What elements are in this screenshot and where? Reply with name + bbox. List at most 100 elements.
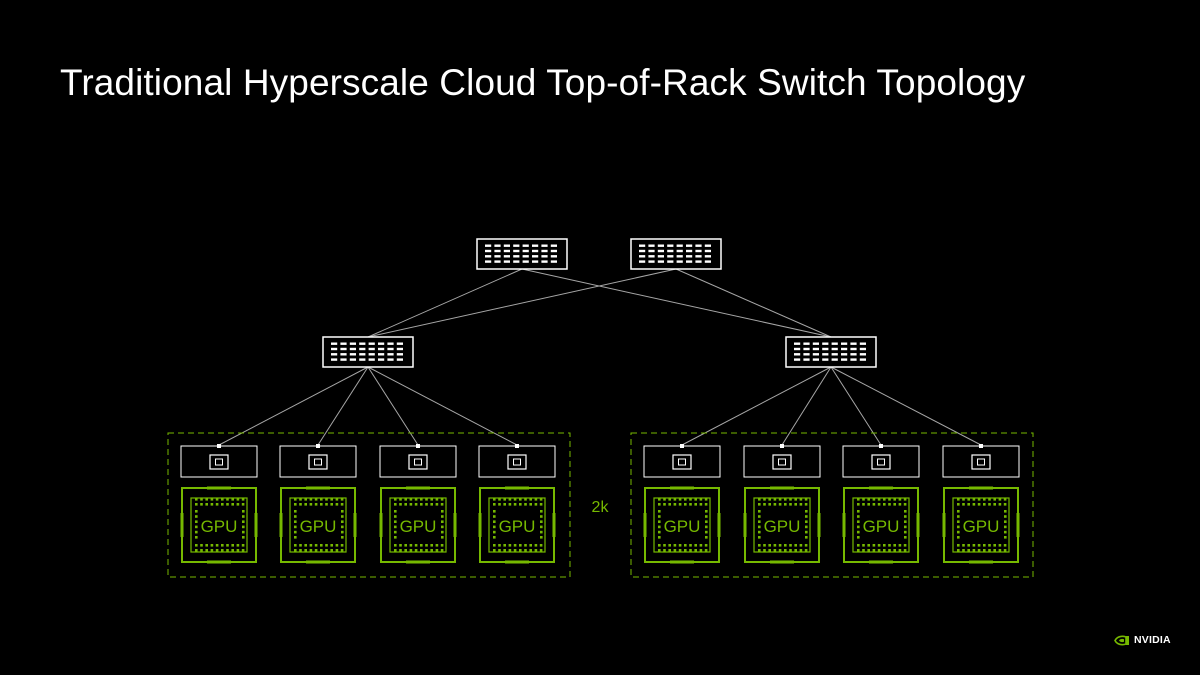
gpu-pin [805, 530, 808, 534]
tor-nic-link [218, 366, 369, 446]
gpu-pin [420, 549, 423, 552]
gpu-pin [231, 549, 234, 552]
gpu-pin [804, 544, 808, 547]
gpu-pin [503, 503, 506, 506]
nic-frame [643, 445, 721, 478]
gpu-pin [794, 503, 797, 506]
gpu-pin [962, 544, 965, 547]
gpu-pin [957, 498, 960, 501]
gpu-connector-right [916, 513, 920, 537]
nic-port-dot [979, 444, 983, 448]
gpu-pin [493, 503, 496, 506]
switch-port [349, 358, 356, 361]
gpu-connector-bottom [406, 560, 430, 564]
gpu-pin [540, 525, 543, 529]
gpu-pin [236, 498, 240, 501]
nic-chip-outer [772, 454, 792, 470]
switch-port [695, 244, 702, 247]
gpu-2-1: GPU [643, 486, 721, 564]
switch-port [822, 358, 829, 361]
nic-1-3 [379, 444, 457, 478]
gpu-pin [539, 503, 543, 506]
switch-port [359, 358, 366, 361]
nic-frame [180, 445, 258, 478]
gpu-pin [200, 549, 203, 552]
nic-chip-inner [314, 458, 322, 466]
switch-port [359, 353, 366, 356]
gpu-pin [513, 498, 517, 501]
gpu-pin [414, 498, 418, 501]
gpu-pin [534, 503, 538, 506]
gpu-pin [904, 515, 907, 518]
gpu-pin [805, 510, 808, 513]
gpu-connector-top [969, 486, 993, 490]
nic-port-dot [515, 444, 519, 448]
gpu-pin [399, 549, 402, 552]
gpu-pin [195, 536, 198, 539]
gpu-pin [330, 544, 333, 547]
nic-port-dot [316, 444, 320, 448]
gpu-pin [210, 503, 214, 506]
gpu-pin [888, 498, 891, 501]
switch-port [485, 255, 492, 258]
switch-port [522, 249, 529, 253]
gpu-pin [694, 549, 697, 552]
gpu-pin [784, 544, 787, 547]
nic-chip-inner [215, 458, 223, 466]
gpu-pin [236, 503, 240, 506]
gpu-pin [394, 520, 397, 523]
gpu-pin [957, 536, 960, 539]
gpu-pin [872, 498, 876, 501]
gpu-pin [898, 549, 902, 552]
switch-port [359, 342, 366, 345]
gpu-pin [678, 544, 682, 547]
gpu-pin [195, 544, 198, 547]
gpu-pin [498, 498, 501, 501]
gpu-pin [904, 530, 907, 534]
gpu-pin [862, 549, 865, 552]
nic-frame [379, 445, 457, 478]
switch-port [541, 244, 548, 247]
nic-chip-inner [513, 458, 521, 466]
gpu-pin [534, 549, 538, 552]
gpu-pin [210, 544, 214, 547]
gpu-inner-frame [289, 497, 347, 553]
gpu-pin [195, 515, 198, 518]
switch-port [396, 353, 403, 356]
gpu-pin [435, 549, 439, 552]
switch-port [378, 347, 385, 351]
gpu-pin [893, 544, 896, 547]
switch-port [396, 347, 403, 351]
nic-2-1 [643, 444, 721, 478]
switch-port [676, 255, 683, 258]
switch-body [630, 238, 722, 270]
gpu-pin [773, 544, 777, 547]
gpu-pin [221, 544, 224, 547]
gpu-pin [805, 525, 808, 529]
gpu-pin [758, 530, 761, 534]
gpu-pin [857, 498, 860, 501]
gpu-pin [668, 503, 671, 506]
gpu-pin [241, 503, 245, 506]
gpu-inner-frame [852, 497, 910, 553]
switch-port [513, 244, 520, 247]
gpu-pin [962, 503, 965, 506]
gpu-connector-right [717, 513, 721, 537]
gpu-pin [304, 549, 307, 552]
gpu-pin [778, 549, 782, 552]
gpu-pin [758, 503, 761, 506]
gpu-pin [503, 549, 506, 552]
gpu-pin [872, 549, 876, 552]
gpu-pin [658, 525, 661, 529]
switch-port [657, 244, 664, 247]
gpu-pin [658, 544, 661, 547]
gpu-pin [503, 498, 506, 501]
nvidia-logo: NVIDIA [1114, 634, 1171, 646]
nic-chip-outer [308, 454, 328, 470]
gpu-pin [778, 544, 782, 547]
gpu-pin [242, 510, 245, 513]
gpu-pin [314, 544, 318, 547]
gpu-pin [221, 549, 224, 552]
gpu-pin [678, 549, 682, 552]
switch-port [695, 249, 702, 253]
